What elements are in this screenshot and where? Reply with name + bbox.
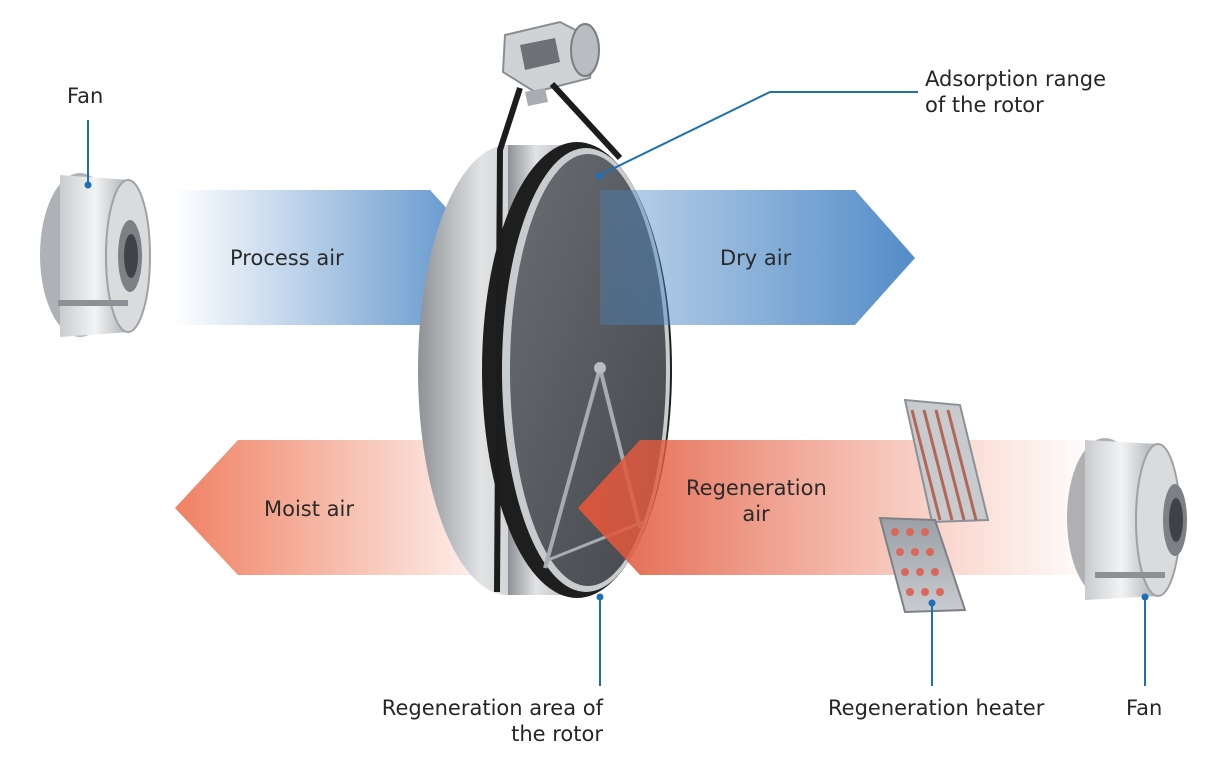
adsorption-range-label: Adsorption range of the rotor — [925, 66, 1106, 118]
fan-left-image — [40, 173, 151, 337]
adsorption-range-label-line2: of the rotor — [925, 93, 1044, 117]
fan-right-label: Fan — [1126, 696, 1163, 720]
regeneration-area-label-line2: the rotor — [511, 722, 603, 746]
regeneration-heater-label: Regeneration heater — [828, 696, 1045, 720]
dry-air-arrow — [600, 190, 915, 325]
drive-motor-image — [501, 20, 600, 106]
moist-air-label: Moist air — [264, 497, 354, 521]
regeneration-area-label: Regeneration area of the rotor — [382, 695, 603, 747]
leader-line-fan-left — [84, 120, 92, 189]
leader-lines — [84, 91, 1149, 686]
regeneration-air-label-line2: air — [742, 502, 770, 526]
leader-line-regeneration-heater — [928, 599, 936, 686]
dry-air-label: Dry air — [720, 246, 792, 270]
regeneration-air-label-line1: Regeneration — [686, 476, 827, 500]
fan-left-label: Fan — [67, 84, 104, 108]
regeneration-area-label-line1: Regeneration area of — [381, 696, 603, 720]
regeneration-air-label: Regeneration air — [686, 475, 827, 527]
regeneration-heater-image — [878, 398, 990, 614]
leader-line-adsorption — [595, 91, 918, 180]
regeneration-air-arrow — [578, 440, 1100, 575]
process-air-arrow — [175, 190, 492, 325]
process-air-label: Process air — [230, 246, 344, 270]
adsorption-range-label-line1: Adsorption range — [925, 67, 1107, 91]
leader-line-regeneration-area — [596, 593, 604, 686]
leader-line-fan-right — [1141, 593, 1149, 686]
